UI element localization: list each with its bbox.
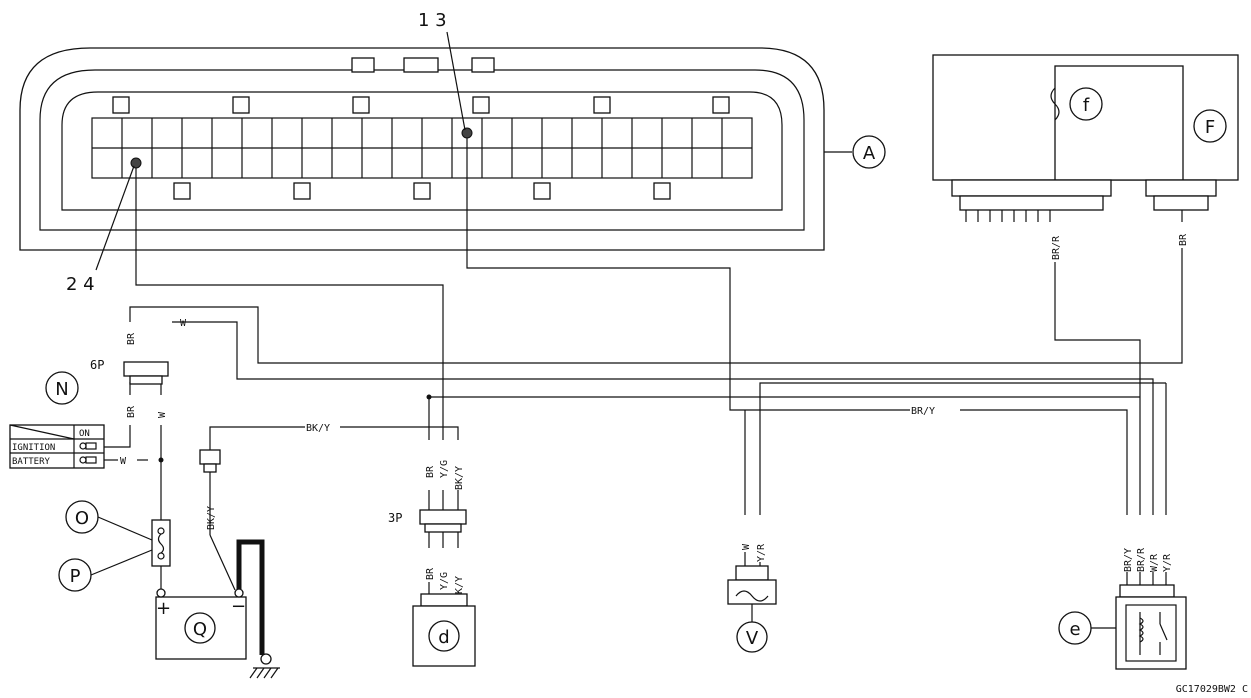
callout-n — [45, 371, 79, 405]
svg-text:BATTERY: BATTERY — [12, 457, 51, 467]
battery-plus: + — [156, 598, 171, 619]
connector-6p-label: 6P — [90, 358, 104, 372]
callout-v: V — [746, 628, 759, 649]
ignition-switch-table: ON IGNITION BATTERY — [9, 424, 105, 469]
wire-label-br-jb: BR — [1178, 233, 1189, 246]
callout-f-inner — [1069, 87, 1103, 121]
svg-text:P: P — [70, 566, 81, 587]
connector-3p — [419, 509, 467, 525]
svg-text:F: F — [1205, 117, 1215, 138]
wire-label-d-bottom-3: BK/Y — [454, 576, 465, 600]
wire-label-bk-y-top: BK/Y — [306, 423, 330, 434]
wire-label-bk-y-relay: BK/Y — [206, 506, 217, 530]
callout-f-outer — [1193, 109, 1227, 143]
wire-label-w-ign-bottom: W — [157, 411, 168, 418]
svg-text:O: O — [75, 508, 89, 529]
ecu-connector — [19, 47, 825, 251]
wire-label-d-bottom-2: Y/G — [439, 572, 450, 590]
pin-24 — [130, 157, 142, 169]
wire-label-d-top-2: Y/G — [439, 460, 450, 478]
battery-minus: − — [231, 596, 246, 617]
harness-brown-yellow-label: BR/Y — [911, 406, 935, 417]
callout-e — [1058, 611, 1092, 645]
svg-text:N: N — [55, 379, 68, 400]
wire-label-v-2: Y/R — [756, 543, 767, 562]
wire-label-br-ign-top: BR — [126, 332, 137, 345]
wire-label-e-2: BR/R — [1136, 547, 1147, 572]
pin-13-label: 1 3 — [418, 10, 447, 31]
bk-y-connector — [199, 449, 221, 465]
figure-code: GC17029BW2 C — [1176, 684, 1248, 695]
sensor-d — [412, 593, 476, 667]
relay-e — [1115, 584, 1187, 670]
wire-label-v-1: W — [741, 543, 752, 550]
wire-label-w-ign-top: W — [180, 318, 187, 329]
callout-q: Q — [193, 619, 207, 640]
connector-6p — [123, 361, 169, 377]
ecu-pin-grid — [91, 117, 753, 179]
wire-label-e-4: Y/R — [1162, 553, 1173, 572]
svg-text:ON: ON — [79, 429, 90, 439]
wire-label-d-top-1: BR — [425, 465, 436, 478]
main-fuse — [151, 519, 171, 567]
svg-text:e: e — [1069, 619, 1080, 640]
wire-label-br-ign-bottom: BR — [126, 405, 137, 418]
component-v — [727, 565, 777, 653]
pin-13 — [461, 127, 473, 139]
wire-label-w-side: W — [120, 456, 127, 467]
svg-text:A: A — [863, 143, 876, 164]
callout-a — [852, 135, 886, 169]
svg-text:IGNITION: IGNITION — [12, 443, 55, 453]
connector-3p-label: 3P — [388, 511, 402, 525]
wire-harness — [104, 138, 1183, 520]
wire-label-d-top-3: BK/Y — [454, 466, 465, 490]
wire-label-d-bottom-1: BR — [425, 567, 436, 580]
wire-label-e-3: W/R — [1149, 553, 1160, 572]
wire-label-br-r-jb: BR/R — [1051, 235, 1062, 260]
battery — [155, 588, 247, 660]
callout-d: d — [438, 627, 449, 648]
wire-label-e-1: BR/Y — [1123, 548, 1134, 572]
junction-box — [932, 54, 1239, 222]
svg-text:f: f — [1083, 95, 1090, 116]
pin-24-label: 2 4 — [66, 274, 95, 295]
